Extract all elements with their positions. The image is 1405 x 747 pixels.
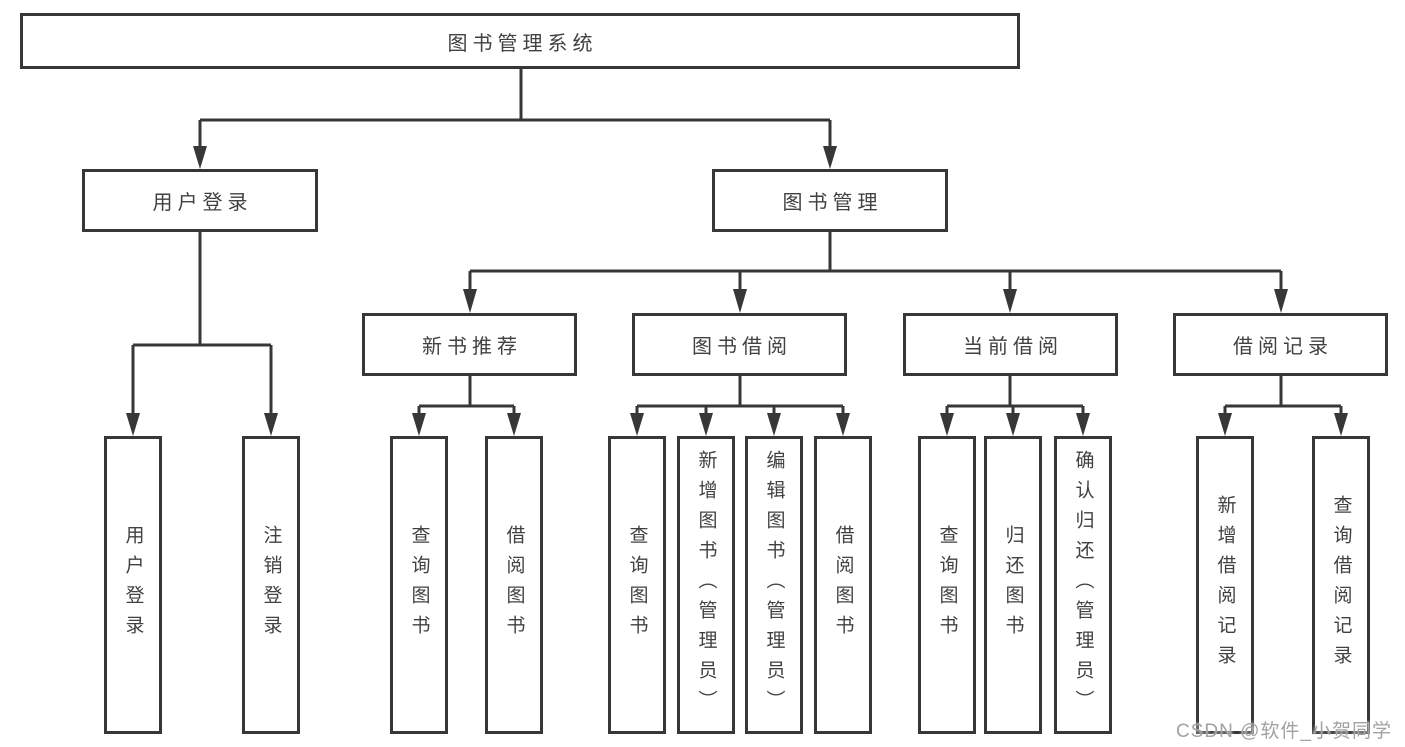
leaf-confirm-return-admin: 确认归还（管理员） <box>1054 436 1112 734</box>
leaf-label: 新增借阅记录 <box>1214 495 1236 675</box>
connector-line <box>635 376 845 414</box>
leaf-label: 注销登录 <box>260 525 282 645</box>
node-book-management: 图书管理 <box>712 169 948 232</box>
connector-line <box>1223 376 1343 414</box>
arrow-head-icon <box>1334 413 1348 436</box>
csdn-watermark: CSDN @软件_小贺同学 <box>1176 721 1392 742</box>
arrow-head-icon <box>630 413 644 436</box>
connector-line <box>417 376 516 414</box>
leaf-add-borrow-record: 新增借阅记录 <box>1196 436 1254 734</box>
connector-line <box>468 232 1283 290</box>
leaf-query-borrow-record: 查询借阅记录 <box>1312 436 1370 734</box>
arrow-head-icon <box>412 413 426 436</box>
leaf-label: 查询借阅记录 <box>1330 495 1352 675</box>
node-book-borrow: 图书借阅 <box>632 313 847 376</box>
leaf-borrow-books: 借阅图书 <box>814 436 872 734</box>
current-borrow-branch <box>940 376 1090 436</box>
leaf-add-books-admin: 新增图书（管理员） <box>677 436 735 734</box>
leaf-user-login: 用户登录 <box>104 436 162 734</box>
leaf-label: 编辑图书（管理员） <box>763 450 785 720</box>
book-management-branch <box>463 232 1288 313</box>
leaf-label: 借阅图书 <box>832 525 854 645</box>
arrow-head-icon <box>507 413 521 436</box>
node-new-book-recommend: 新书推荐 <box>362 313 577 376</box>
new-book-recommend-branch <box>412 376 521 436</box>
leaf-query-books-recommend: 查询图书 <box>390 436 448 734</box>
leaf-edit-books-admin: 编辑图书（管理员） <box>745 436 803 734</box>
node-borrow-records: 借阅记录 <box>1173 313 1388 376</box>
arrow-head-icon <box>463 289 477 313</box>
arrow-head-icon <box>940 413 954 436</box>
leaf-label: 确认归还（管理员） <box>1072 450 1094 720</box>
node-root-system: 图书管理系统 <box>20 13 1020 69</box>
borrow-records-branch <box>1218 376 1348 436</box>
leaf-logout: 注销登录 <box>242 436 300 734</box>
leaf-query-books-current: 查询图书 <box>918 436 976 734</box>
leaf-label: 新增图书（管理员） <box>695 450 717 720</box>
arrow-head-icon <box>836 413 850 436</box>
leaf-borrow-books-recommend: 借阅图书 <box>485 436 543 734</box>
leaf-label: 借阅图书 <box>503 525 525 645</box>
arrow-head-icon <box>1006 413 1020 436</box>
arrow-head-icon <box>1274 289 1288 313</box>
arrow-head-icon <box>193 146 207 169</box>
node-user-login: 用户登录 <box>82 169 318 232</box>
arrow-head-icon <box>1076 413 1090 436</box>
arrow-head-icon <box>264 413 278 436</box>
node-current-borrow: 当前借阅 <box>903 313 1118 376</box>
book-borrow-branch <box>630 376 850 436</box>
arrow-head-icon <box>699 413 713 436</box>
leaf-label: 查询图书 <box>936 525 958 645</box>
leaf-query-books-borrow: 查询图书 <box>608 436 666 734</box>
leaf-return-books: 归还图书 <box>984 436 1042 734</box>
arrow-head-icon <box>126 413 140 436</box>
user-login-branch <box>126 232 278 436</box>
arrow-head-icon <box>823 146 837 169</box>
arrow-head-icon <box>1003 289 1017 313</box>
arrow-head-icon <box>733 289 747 313</box>
connector-line <box>945 376 1085 414</box>
root-branch <box>193 69 837 169</box>
leaf-label: 查询图书 <box>408 525 430 645</box>
leaf-label: 归还图书 <box>1002 525 1024 645</box>
connector-line <box>198 69 832 148</box>
arrow-head-icon <box>767 413 781 436</box>
leaf-label: 查询图书 <box>626 525 648 645</box>
connector-line <box>131 232 273 414</box>
leaf-label: 用户登录 <box>122 525 144 645</box>
arrow-head-icon <box>1218 413 1232 436</box>
